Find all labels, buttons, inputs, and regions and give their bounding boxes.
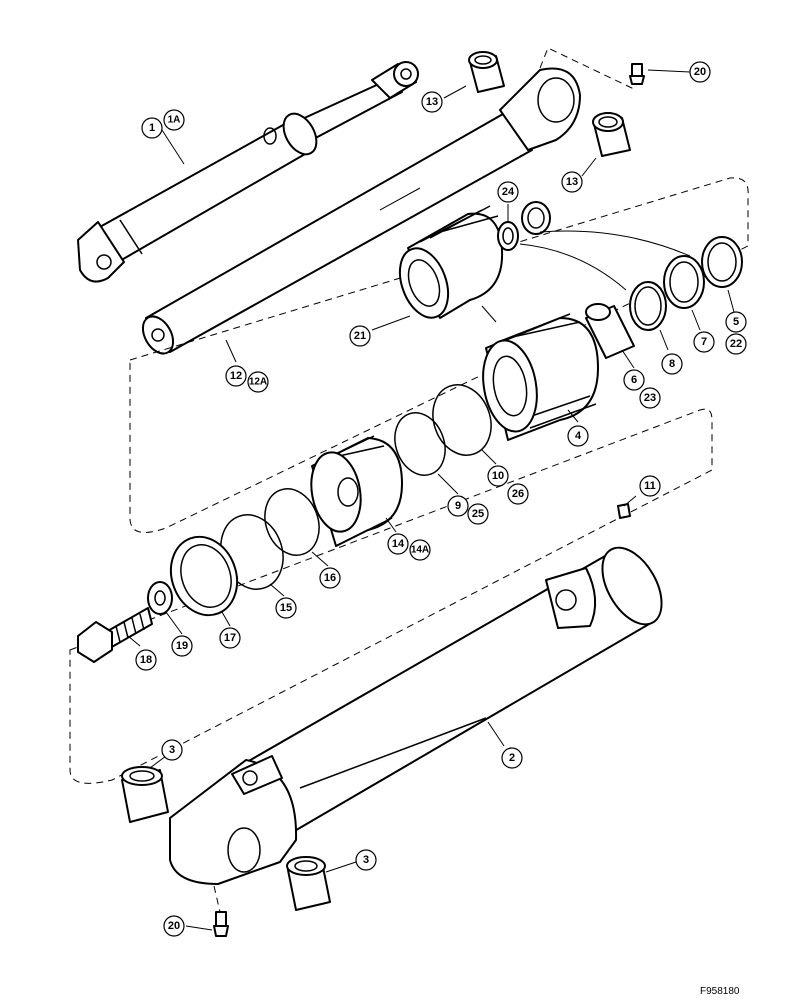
callout-11[interactable]: 11 (639, 475, 661, 497)
svg-text:20: 20 (168, 920, 180, 932)
grease-fitting-part-11[interactable] (617, 503, 631, 519)
bushing-part-13-upper-right[interactable] (592, 112, 631, 157)
callout-19[interactable]: 19 (171, 635, 193, 657)
grease-fitting-part-20-upper[interactable] (629, 63, 645, 85)
figure-reference-label: F958180 (700, 986, 740, 997)
callout-8[interactable]: 8 (661, 353, 683, 375)
callout-23[interactable]: 23 (639, 387, 661, 409)
svg-text:12: 12 (230, 370, 242, 382)
svg-text:13: 13 (566, 176, 578, 188)
svg-text:3: 3 (169, 744, 175, 756)
callout-6[interactable]: 6 (623, 369, 645, 391)
svg-text:2: 2 (509, 752, 515, 764)
callout-26[interactable]: 26 (507, 483, 529, 505)
svg-text:15: 15 (280, 602, 292, 614)
ring-part-8[interactable] (629, 281, 667, 331)
callout-17[interactable]: 17 (219, 627, 241, 649)
callout-15[interactable]: 15 (275, 597, 297, 619)
svg-text:21: 21 (354, 330, 366, 342)
svg-text:11: 11 (644, 480, 656, 492)
svg-text:26: 26 (512, 488, 524, 500)
bolt-part-18[interactable] (77, 607, 153, 663)
piston-part-14[interactable] (305, 435, 403, 547)
callout-20-upper[interactable]: 20 (689, 61, 711, 83)
ring-part-5[interactable] (701, 236, 743, 288)
callout-13-upper-right[interactable]: 13 (561, 171, 583, 193)
svg-text:19: 19 (176, 640, 188, 652)
bearing-part-6[interactable] (585, 303, 635, 359)
callout-16[interactable]: 16 (319, 567, 341, 589)
callout-12a[interactable]: 12A (247, 371, 269, 393)
svg-text:7: 7 (701, 336, 707, 348)
svg-text:3: 3 (363, 854, 369, 866)
svg-text:14: 14 (392, 538, 405, 550)
svg-text:25: 25 (472, 508, 484, 520)
piston-rod-part-12[interactable] (137, 67, 581, 358)
leader-lines (127, 69, 735, 931)
svg-text:1: 1 (149, 122, 155, 134)
svg-text:8: 8 (669, 358, 675, 370)
svg-text:14A: 14A (411, 545, 429, 556)
callout-22[interactable]: 22 (725, 333, 747, 355)
svg-text:24: 24 (502, 186, 515, 198)
cylinder-head-part-4[interactable] (476, 313, 599, 441)
seal-ring-part-16[interactable] (256, 481, 328, 563)
callout-4[interactable]: 4 (567, 425, 589, 447)
barrel-part-2[interactable] (169, 538, 674, 885)
callout-3-right[interactable]: 3 (355, 849, 377, 871)
grease-fitting-part-20-lower[interactable] (213, 911, 229, 937)
svg-text:18: 18 (140, 654, 152, 666)
svg-text:9: 9 (455, 500, 461, 512)
callout-12[interactable]: 12 (225, 365, 247, 387)
svg-text:20: 20 (694, 66, 706, 78)
callout-9[interactable]: 9 (447, 495, 469, 517)
bushing-part-13-upper-left[interactable] (468, 51, 505, 93)
wear-ring-part-17[interactable] (160, 527, 248, 624)
callout-21[interactable]: 21 (349, 325, 371, 347)
bushing-part-3-right[interactable] (286, 856, 331, 911)
ring-part-7[interactable] (663, 255, 705, 309)
backup-ring-part-10[interactable] (423, 377, 500, 464)
callout-1[interactable]: 1 (141, 117, 163, 139)
callout-2[interactable]: 2 (501, 747, 523, 769)
washer-part-19[interactable] (147, 581, 173, 615)
cylinder-head-part-21[interactable] (391, 205, 504, 324)
bushing-part-3-left[interactable] (121, 766, 169, 823)
callout-7[interactable]: 7 (693, 331, 715, 353)
cylinder-assembly-part-1[interactable] (77, 61, 419, 283)
svg-text:12A: 12A (249, 377, 267, 388)
callout-10[interactable]: 10 (487, 465, 509, 487)
callout-14[interactable]: 14 (387, 533, 409, 555)
svg-text:16: 16 (324, 572, 336, 584)
callout-1a[interactable]: 1A (163, 109, 185, 131)
o-ring-part-9[interactable] (387, 406, 454, 483)
callout-24[interactable]: 24 (497, 181, 519, 203)
callouts: 1 1A 13 20 13 24 21 12 12A 5 22 7 8 6 23… (135, 61, 747, 937)
callout-14a[interactable]: 14A (409, 539, 431, 561)
svg-text:10: 10 (492, 470, 504, 482)
callout-18[interactable]: 18 (135, 649, 157, 671)
callout-3-left[interactable]: 3 (161, 739, 183, 761)
svg-text:6: 6 (631, 374, 637, 386)
svg-text:13: 13 (426, 96, 438, 108)
svg-text:4: 4 (575, 430, 582, 442)
callout-5[interactable]: 5 (725, 311, 747, 333)
svg-text:1A: 1A (168, 115, 181, 126)
callout-13-upper-left[interactable]: 13 (421, 91, 443, 113)
wiper-seal-part-24[interactable] (497, 201, 551, 251)
svg-text:5: 5 (733, 316, 739, 328)
svg-text:22: 22 (730, 338, 742, 350)
svg-text:17: 17 (224, 632, 236, 644)
callout-20-lower[interactable]: 20 (163, 915, 185, 937)
svg-text:23: 23 (644, 392, 656, 404)
callout-25[interactable]: 25 (467, 503, 489, 525)
